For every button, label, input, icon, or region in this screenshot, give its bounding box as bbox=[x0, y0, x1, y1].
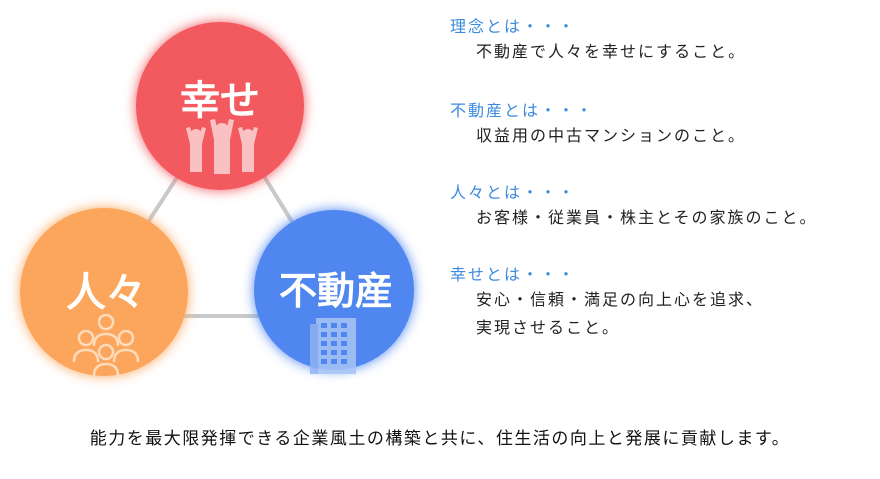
definition-fudosan-heading: 不動産とは・・・ bbox=[450, 101, 595, 120]
people-cheering-icon bbox=[186, 119, 258, 174]
circle-fudosan-shape bbox=[254, 210, 414, 370]
philosophy-diagram: 幸せ 人々 不動産 bbox=[20, 22, 414, 377]
mission-statement: 能力を最大限発揮できる企業風土の構築と共に、住生活の向上と発展に貢献します。 bbox=[89, 429, 791, 449]
definition-hitobito: 人々とは・・・ お客様・従業員・株主とその家族のこと。 bbox=[450, 182, 818, 232]
circle-shiawase: 幸せ bbox=[136, 22, 304, 190]
definition-hitobito-body: お客様・従業員・株主とその家族のこと。 bbox=[476, 208, 818, 227]
circle-fudosan-label: 不動産 bbox=[279, 269, 393, 313]
definition-fudosan-body: 収益用の中古マンションのこと。 bbox=[476, 126, 747, 145]
circle-hitobito: 人々 bbox=[20, 208, 188, 377]
definition-shiawase-body-line2: 実現させること。 bbox=[476, 318, 621, 337]
definition-fudosan: 不動産とは・・・ 収益用の中古マンションのこと。 bbox=[450, 100, 746, 150]
definition-hitobito-heading: 人々とは・・・ bbox=[450, 183, 577, 202]
circle-hitobito-label: 人々 bbox=[66, 270, 146, 316]
circle-fudosan: 不動産 bbox=[254, 210, 414, 374]
office-building-icon bbox=[310, 318, 356, 374]
definition-shiawase-heading: 幸せとは・・・ bbox=[450, 265, 577, 284]
definition-rinen-heading: 理念とは・・・ bbox=[450, 17, 577, 36]
definition-rinen: 理念とは・・・ 不動産で人々を幸せにすること。 bbox=[450, 16, 746, 66]
definition-shiawase-body-line1: 安心・信頼・満足の向上心を追求、 bbox=[476, 290, 765, 309]
circle-hitobito-shape bbox=[20, 208, 188, 376]
circle-shiawase-shape bbox=[136, 22, 304, 190]
definition-rinen-body: 不動産で人々を幸せにすること。 bbox=[476, 42, 747, 61]
definition-shiawase: 幸せとは・・・ 安心・信頼・満足の向上心を追求、 実現させること。 bbox=[450, 264, 764, 342]
group-of-people-icon bbox=[72, 313, 140, 377]
circle-shiawase-label: 幸せ bbox=[180, 78, 260, 124]
